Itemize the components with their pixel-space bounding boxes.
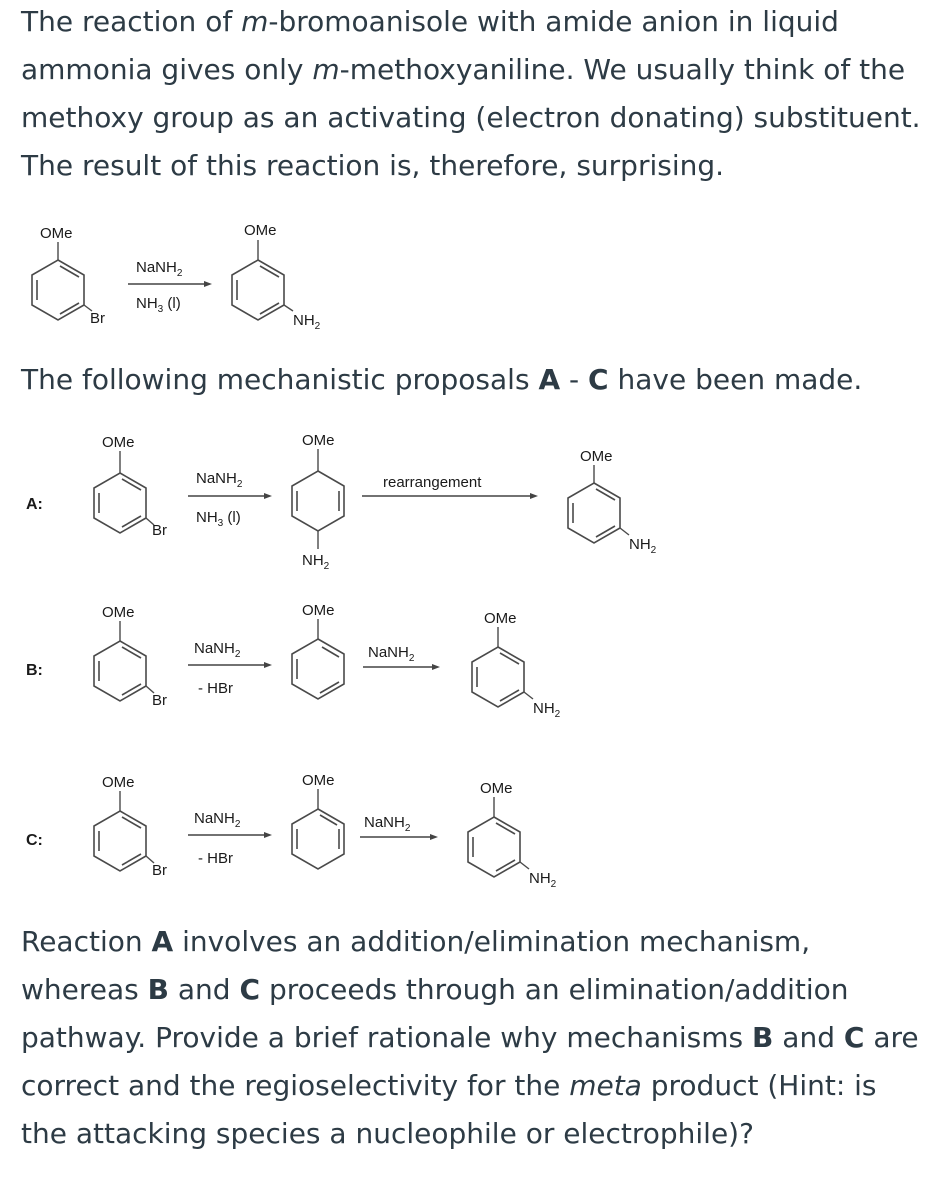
svg-text:NH2: NH2 (293, 312, 321, 332)
label-a: A (538, 363, 561, 396)
svg-text:- HBr: - HBr (198, 850, 233, 867)
svg-text:NH2: NH2 (529, 870, 557, 890)
svg-text:NaNH2: NaNH2 (194, 810, 241, 830)
svg-text:OMe: OMe (102, 604, 135, 621)
m-methoxyaniline-structure: OMe NH2 (467, 780, 557, 890)
mechanism-c-scheme: C: OMe Br NaNH2 - HBr OMe NaNH2 OMe (26, 772, 557, 890)
meta-italic: m (241, 5, 269, 38)
label-c: C (588, 363, 609, 396)
meta-italic: m (312, 53, 340, 86)
m-methoxyaniline-structure: OMe NH2 (471, 610, 561, 720)
m-bromoanisole-structure: OMe Br (31, 225, 105, 327)
svg-text:rearrangement: rearrangement (383, 474, 482, 491)
m-bromoanisole-structure: OMe Br (93, 604, 167, 709)
svg-text:Br: Br (152, 862, 167, 879)
label-b: B (752, 1021, 774, 1054)
svg-text:NaNH2: NaNH2 (196, 470, 243, 490)
reagent-arrow: NaNH2 NH3 (l) (128, 259, 212, 315)
intro-text: The reaction of (21, 5, 242, 38)
row-label-a: A: (26, 496, 43, 513)
intro-paragraph: The reaction of m-bromoanisole with amid… (21, 0, 926, 190)
label-a: A (151, 925, 174, 958)
svg-text:NH2: NH2 (533, 700, 561, 720)
svg-text:OMe: OMe (102, 434, 135, 451)
meta-italic: meta (569, 1069, 642, 1102)
question-paragraph: Reaction A involves an addition/eliminat… (21, 925, 919, 1150)
ome-label: OMe (40, 225, 73, 242)
m-bromoanisole-structure: OMe Br (93, 774, 167, 879)
intro-text: -bromoanisole with amide anion in liquid… (21, 5, 839, 86)
svg-text:OMe: OMe (302, 772, 335, 789)
svg-text:NH3 (l): NH3 (l) (136, 295, 181, 315)
mechanism-a-scheme: A: OMe Br NaNH2 NH3 (l) OMe NH2 rearrang… (26, 432, 657, 572)
svg-text:Br: Br (152, 692, 167, 709)
svg-text:Br: Br (152, 522, 167, 539)
svg-text:NaNH2: NaNH2 (364, 814, 411, 834)
reagent-arrow: NaNH2 - HBr (188, 640, 272, 697)
ome-label: OMe (244, 222, 277, 239)
svg-text:OMe: OMe (302, 602, 335, 619)
label-c: C (843, 1021, 865, 1054)
svg-text:NaNH2: NaNH2 (136, 259, 183, 279)
svg-text:OMe: OMe (484, 610, 517, 627)
m-methoxyaniline-structure: OMe NH2 (567, 448, 657, 556)
svg-text:OMe: OMe (580, 448, 613, 465)
svg-text:NH2: NH2 (302, 552, 330, 572)
rearrangement-arrow: rearrangement (362, 474, 538, 499)
svg-text:OMe: OMe (480, 780, 513, 797)
svg-text:NaNH2: NaNH2 (368, 644, 415, 664)
reagent-arrow: NaNH2 (360, 814, 438, 840)
intro-text: -methoxyaniline. We usually think of the… (21, 53, 921, 182)
row-label-b: B: (26, 662, 43, 679)
svg-text:NaNH2: NaNH2 (194, 640, 241, 660)
m-bromoanisole-structure: OMe Br (93, 434, 167, 539)
reagent-arrow: NaNH2 - HBr (188, 810, 272, 867)
mechanism-b-scheme: B: OMe Br NaNH2 - HBr OMe NaNH2 OMe (26, 602, 561, 720)
m-methoxyaniline-structure: OMe NH2 (231, 222, 321, 332)
svg-text:NH3 (l): NH3 (l) (196, 509, 241, 529)
mechanism-heading: The following mechanistic proposals A - … (21, 363, 863, 396)
svg-text:- HBr: - HBr (198, 680, 233, 697)
benzyne-intermediate-structure: OMe (291, 772, 345, 870)
reagent-arrow: NaNH2 (363, 644, 440, 670)
label-c: C (239, 973, 261, 1006)
label-b: B (147, 973, 169, 1006)
benzyne-intermediate-structure: OMe (291, 602, 345, 700)
svg-text:OMe: OMe (302, 432, 335, 449)
reagent-arrow: NaNH2 NH3 (l) (188, 470, 272, 529)
svg-text:NH2: NH2 (629, 536, 657, 556)
row-label-c: C: (26, 832, 43, 849)
br-label: Br (90, 310, 105, 327)
addition-intermediate-structure: OMe NH2 (291, 432, 345, 572)
overall-reaction-scheme: OMe Br NaNH2 NH3 (l) OMe NH2 (31, 222, 321, 332)
svg-text:OMe: OMe (102, 774, 135, 791)
